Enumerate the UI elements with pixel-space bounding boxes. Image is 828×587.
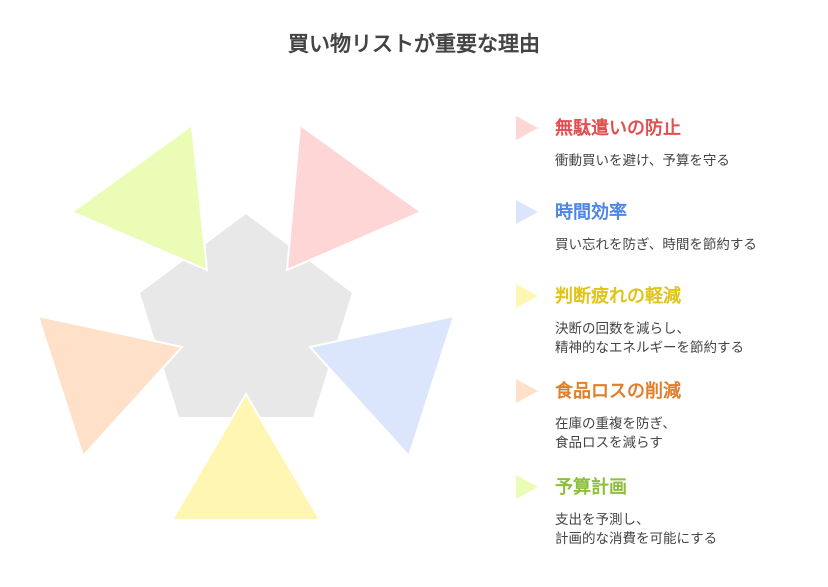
item-heading: 食品ロスの削減 [555,381,681,402]
triangle-budget-planning [69,123,209,272]
item-description: 在庫の重複を防ぎ、食品ロスを減らす [555,416,676,451]
item-heading: 判断疲れの軽減 [555,286,681,307]
triangle-food-loss [36,314,184,458]
triangle-marker-icon [516,284,538,308]
item-heading: 時間効率 [555,202,627,223]
triangle-decision-fatigue [170,392,322,521]
item-heading: 予算計画 [555,477,627,498]
item-description: 支出を予測し、計画的な消費を可能にする [555,512,718,547]
item-description: 買い忘れを防ぎ、時間を節約する [555,237,757,253]
item-heading: 無駄遣いの防止 [555,118,681,139]
diagram-title: 買い物リストが重要な理由 [288,32,540,56]
item-description: 衝動買いを避け、予算を守る [555,153,730,169]
item-description: 決断の回数を減らし、精神的なエネルギーを節約する [555,321,744,356]
triangle-waste-prevention [285,123,424,272]
triangle-marker-icon [516,379,538,403]
triangle-marker-icon [516,116,538,140]
triangle-marker-icon [516,200,538,224]
triangle-marker-icon [516,475,538,499]
triangle-time-efficiency [308,314,456,458]
